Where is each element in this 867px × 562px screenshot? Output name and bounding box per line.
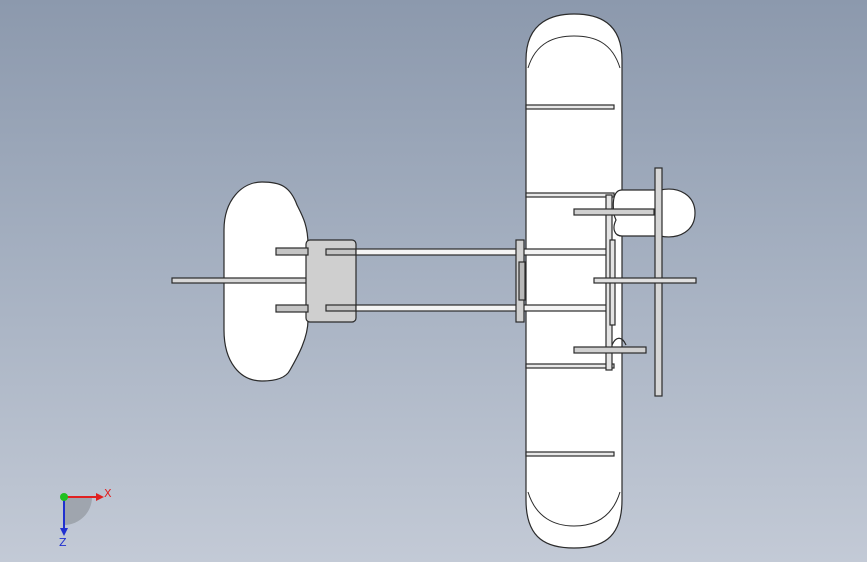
z-axis-arrowhead [60, 528, 68, 536]
wing-rib [525, 451, 615, 457]
wing-rib [525, 104, 615, 110]
x-axis-arrowhead [96, 493, 104, 501]
x-axis-label: X [104, 487, 112, 500]
triad-shadow [64, 497, 92, 525]
z-axis-label: Z [59, 536, 67, 549]
propeller-shaft [593, 277, 697, 284]
coordinate-triad: X Z [59, 487, 112, 549]
tail-mount-plate[interactable] [305, 239, 357, 323]
wing-rib [525, 192, 615, 198]
y-axis-dot [60, 493, 68, 501]
main-wing[interactable] [525, 13, 623, 549]
tail-spar [171, 277, 309, 284]
biplane-model[interactable] [171, 13, 697, 549]
fuselage-boom-upper[interactable] [355, 248, 611, 256]
wing-ribs [525, 104, 615, 457]
engine-assembly[interactable] [573, 188, 696, 354]
fuselage-boom-lower[interactable] [355, 304, 611, 312]
wing-connector [515, 239, 526, 323]
wing-rib [525, 363, 615, 369]
